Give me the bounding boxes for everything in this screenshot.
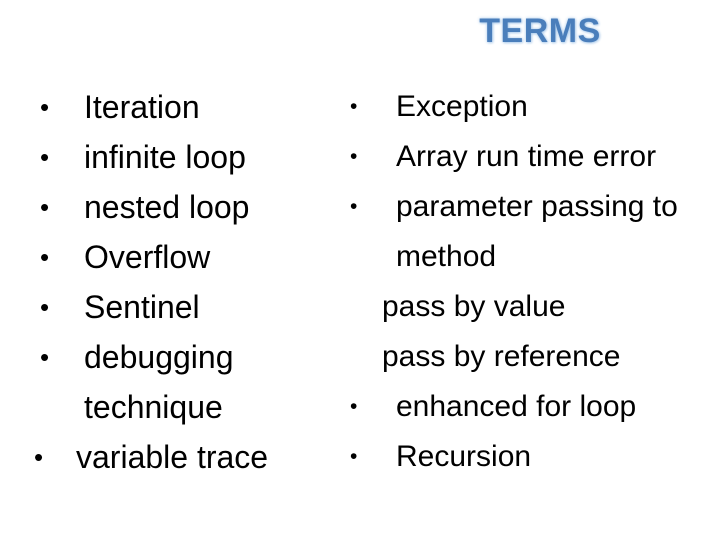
list-item[interactable]: pass by reference	[346, 332, 720, 382]
bullet-icon: •	[350, 445, 358, 468]
bullet-icon: •	[40, 92, 50, 122]
list-item[interactable]: • nested loop	[26, 182, 344, 232]
list-item-label: Overflow	[84, 239, 211, 275]
list-item-label: enhanced for loop	[396, 390, 637, 423]
list-item-label: parameter passing to method	[396, 190, 678, 273]
bullet-icon: •	[40, 192, 50, 222]
bullet-icon: •	[350, 195, 358, 218]
list-item-label: debugging technique	[84, 339, 234, 425]
bullet-icon: •	[40, 242, 50, 272]
right-bullet-list: • Exception • Array run time error • par…	[346, 82, 720, 482]
list-item-label: Exception	[396, 90, 528, 123]
bullet-icon: •	[350, 95, 358, 118]
list-item-label: Array run time error	[396, 140, 657, 173]
list-item[interactable]: • debugging technique	[26, 332, 344, 432]
list-item[interactable]: • Overflow	[26, 232, 344, 282]
left-content-column: • Iteration • infinite loop • nested loo…	[26, 82, 344, 482]
list-item[interactable]: • parameter passing to method	[346, 182, 720, 282]
list-item[interactable]: • Iteration	[26, 82, 344, 132]
page-title: TERMS	[479, 12, 601, 50]
list-item-label: pass by value	[382, 290, 566, 323]
list-item[interactable]: • enhanced for loop	[346, 382, 720, 432]
list-item[interactable]: • Recursion	[346, 432, 720, 482]
list-item-label: Iteration	[84, 89, 200, 125]
bullet-icon: •	[34, 442, 44, 472]
right-content-column: • Exception • Array run time error • par…	[346, 82, 720, 482]
list-item[interactable]: • Exception	[346, 82, 720, 132]
list-item-label: Recursion	[396, 440, 532, 473]
list-item[interactable]: • infinite loop	[26, 132, 344, 182]
bullet-icon: •	[350, 145, 358, 168]
list-item-label: nested loop	[84, 189, 250, 225]
list-item-label: variable trace	[76, 439, 269, 475]
bullet-icon: •	[40, 142, 50, 172]
bullet-icon: •	[40, 292, 50, 322]
list-item[interactable]: • variable trace	[26, 432, 344, 482]
list-item-label: Sentinel	[84, 289, 200, 325]
list-item-label: pass by reference	[382, 340, 621, 373]
bullet-icon: •	[40, 342, 50, 372]
left-bullet-list: • Iteration • infinite loop • nested loo…	[26, 82, 344, 482]
list-item[interactable]: • Sentinel	[26, 282, 344, 332]
bullet-icon: •	[350, 395, 358, 418]
list-item[interactable]: • Array run time error	[346, 132, 720, 182]
list-item[interactable]: pass by value	[346, 282, 720, 332]
list-item-label: infinite loop	[84, 139, 246, 175]
